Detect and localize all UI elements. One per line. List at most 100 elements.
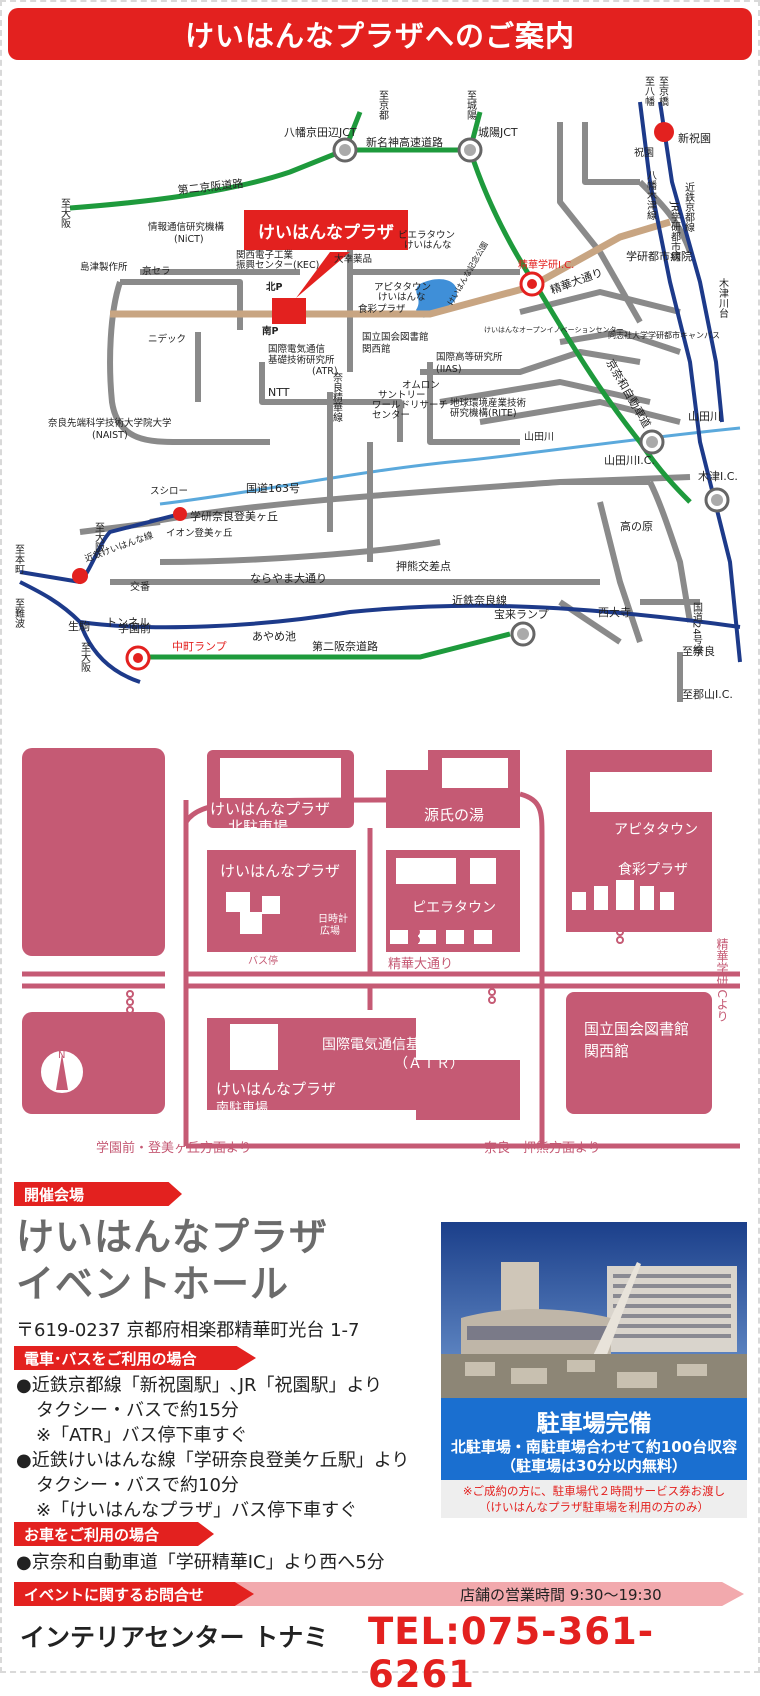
fac-kec2: 振興センター(KEC)	[236, 259, 319, 271]
site-plaza: けいはんなプラザ	[220, 862, 340, 880]
cutout-piera	[396, 858, 456, 884]
cutout-south	[230, 1024, 278, 1070]
callout-box	[244, 210, 408, 250]
dest-kyoto: 至京都	[377, 90, 389, 121]
north-label: N	[58, 1050, 65, 1061]
label-yawata-jct: 八幡京田辺JCT	[284, 125, 357, 139]
fac-sushiro: スシロー	[150, 486, 188, 497]
road-kokudo24: 国道24号線	[691, 602, 703, 655]
label-nakamachi: 中町ランプ	[172, 640, 227, 653]
fac-aeon: イオン登美ヶ丘	[166, 527, 233, 539]
dest-nara: 至奈良	[682, 644, 715, 658]
railways	[19, 101, 742, 684]
store-hours: 店舗の営業時間 9:30〜19:30	[460, 1586, 662, 1604]
block-south	[207, 1018, 520, 1120]
train-line-6: ※「けいはんなプラザ」バス停下車すぐ	[36, 1500, 358, 1521]
site-ndl-1: 国立国会図書館	[584, 1020, 689, 1038]
venue-photo-image	[441, 1222, 747, 1398]
fac-apita2: けいはんな	[378, 292, 426, 303]
label-kizu-ic: 木津I.C.	[698, 470, 738, 483]
fac-suntory2: ワールドリサーチ	[372, 400, 448, 411]
site-from-gakuen: 学園前・登美ヶ丘方面より	[96, 1140, 252, 1156]
fac-atr3: (ATR)	[312, 366, 338, 377]
road-tunnel: トンネル	[106, 616, 150, 629]
dest-honmachi: 至本町	[13, 544, 25, 574]
parking-note: ※ご成約の方に、駐車場代２時間サービス券お渡し （けいはんなプラザ駐車場を利用の…	[441, 1480, 747, 1518]
local-roads	[79, 122, 700, 702]
site-south-parking-1: けいはんなプラザ	[216, 1080, 336, 1098]
area-map: けいはんなプラザ 八幡京田辺JCT 新名神高速道路 城陽JCT 第二京阪道路 精…	[13, 76, 742, 702]
plaza-building	[226, 892, 280, 934]
fac-kita-p: 北P	[266, 281, 283, 293]
station-ayameike: あやめ池	[252, 630, 296, 643]
fac-rite1: 地球環境産業技術	[450, 397, 527, 409]
site-north-parking-1: けいはんなプラザ	[210, 800, 330, 818]
fac-daiwa: 大幸薬品	[334, 253, 372, 265]
road-kouban: 交番	[130, 580, 150, 593]
road-kintetsu-nara: 近鉄奈良線	[452, 593, 507, 607]
fac-naist1: 奈良先端科学技術大学院大学	[48, 417, 172, 429]
site-from-ic: 精華学研ICより	[715, 938, 729, 1022]
fac-ndl2: 関西館	[362, 343, 391, 355]
fac-iias1: 国際高等研究所	[436, 351, 503, 363]
dest-namba: 至難波	[13, 598, 25, 629]
train-line-3: ※「ATR」バス停下車すぐ	[36, 1425, 248, 1446]
venue-name: けいはんなプラザ イベントホール	[16, 1214, 328, 1308]
venue-photo	[441, 1222, 747, 1446]
site-bus: バス停	[248, 954, 278, 967]
site-ndl-2: 関西館	[584, 1042, 629, 1060]
car-tag: お車をご利用の場合	[14, 1522, 214, 1546]
parking-title: 駐車場完備	[536, 1411, 652, 1437]
station-hosono: 祝園	[634, 146, 654, 159]
parking-note-1: ※ご成約の方に、駐車場代２時間サービス券お渡し	[462, 1484, 726, 1498]
train-access: ●近鉄京都線「新祝園駅」､JR「祝園駅」より タクシー・バスで約15分 ※「AT…	[16, 1373, 409, 1523]
label-joyo-jct: 城陽JCT	[478, 126, 518, 139]
fac-suntory1: サントリー	[378, 390, 426, 401]
train-line-2: タクシー・バスで約15分	[36, 1400, 239, 1421]
site-south-parking-2: 南駐車場	[216, 1100, 268, 1116]
station-ikoma: 生駒	[68, 619, 90, 633]
traffic-lights	[126, 928, 624, 1014]
road-kokudo163: 国道163号	[246, 481, 300, 495]
parking-line-1: 北駐車場・南駐車場合わせて約100台収容	[450, 1438, 738, 1456]
fac-ntt: NTT	[268, 386, 290, 399]
cutout-genji	[442, 758, 508, 788]
label-daini-keihan: 第二京阪道路	[177, 176, 244, 197]
cutout-north-parking	[220, 758, 341, 798]
fac-nict2: (NiCT)	[174, 234, 204, 245]
shop-name: インテリアセンター トナミ	[20, 1623, 329, 1652]
block-ndl	[566, 992, 712, 1114]
train-line-5: タクシー・バスで約10分	[36, 1475, 239, 1496]
site-clock2: 広場	[320, 924, 340, 937]
train-line-4: ●近鉄けいはんな線「学研奈良登美ケ丘駅」より	[16, 1450, 410, 1471]
fac-suntory3: センター	[372, 410, 410, 421]
label-yamadagawa-ic: 山田川I.C.	[604, 454, 655, 467]
label-gakken-hospital: 学研都市病院	[626, 249, 692, 263]
dest-osaka-3: 至大阪	[79, 642, 91, 673]
site-shokusai: 食彩プラザ	[618, 861, 688, 878]
park-pond	[416, 279, 458, 318]
site-map: N けいはんなプラザ 北駐車場 源氏の湯 アピタタウン 食彩プラザ けいはんなプ…	[22, 748, 740, 1156]
fac-apita1: アピタタウン	[374, 282, 431, 293]
cutout-piera-2	[470, 858, 496, 884]
station-yamadagawa: 山田川	[688, 410, 721, 423]
train-tag: 電車･バスをご利用の場合	[14, 1346, 256, 1370]
venue-tag: 開催会場	[14, 1182, 182, 1206]
fac-nict1: 情報通信研究機構	[148, 221, 225, 233]
fac-atr1: 国際電気通信	[268, 343, 325, 355]
station-shinhosono: 新祝園	[678, 131, 711, 145]
site-from-nara: 奈良・押熊方面より	[484, 1140, 601, 1156]
parking-info: 駐車場完備 北駐車場・南駐車場合わせて約100台収容 （駐車場は30分以内無料）	[441, 1398, 747, 1480]
page-title: けいはんなプラザへのご案内	[8, 8, 752, 60]
parking-note-2: （けいはんなプラザ駐車場を利用の方のみ）	[479, 1500, 709, 1514]
block-west-top	[22, 748, 165, 956]
road-nara-seika: 奈良精華線	[331, 371, 343, 422]
road-hachiman-kizu: 八幡木津線	[645, 170, 657, 220]
road-yamadagawa-river: 山田川	[524, 431, 554, 443]
site-atr-2: （ＡＴＲ）	[394, 1056, 464, 1072]
block-genji-lower	[386, 794, 520, 828]
fac-kyocera: 京セラ	[142, 265, 171, 277]
plaza-site	[272, 298, 306, 324]
road-jr-gakken: JR学研都市線	[669, 201, 681, 262]
